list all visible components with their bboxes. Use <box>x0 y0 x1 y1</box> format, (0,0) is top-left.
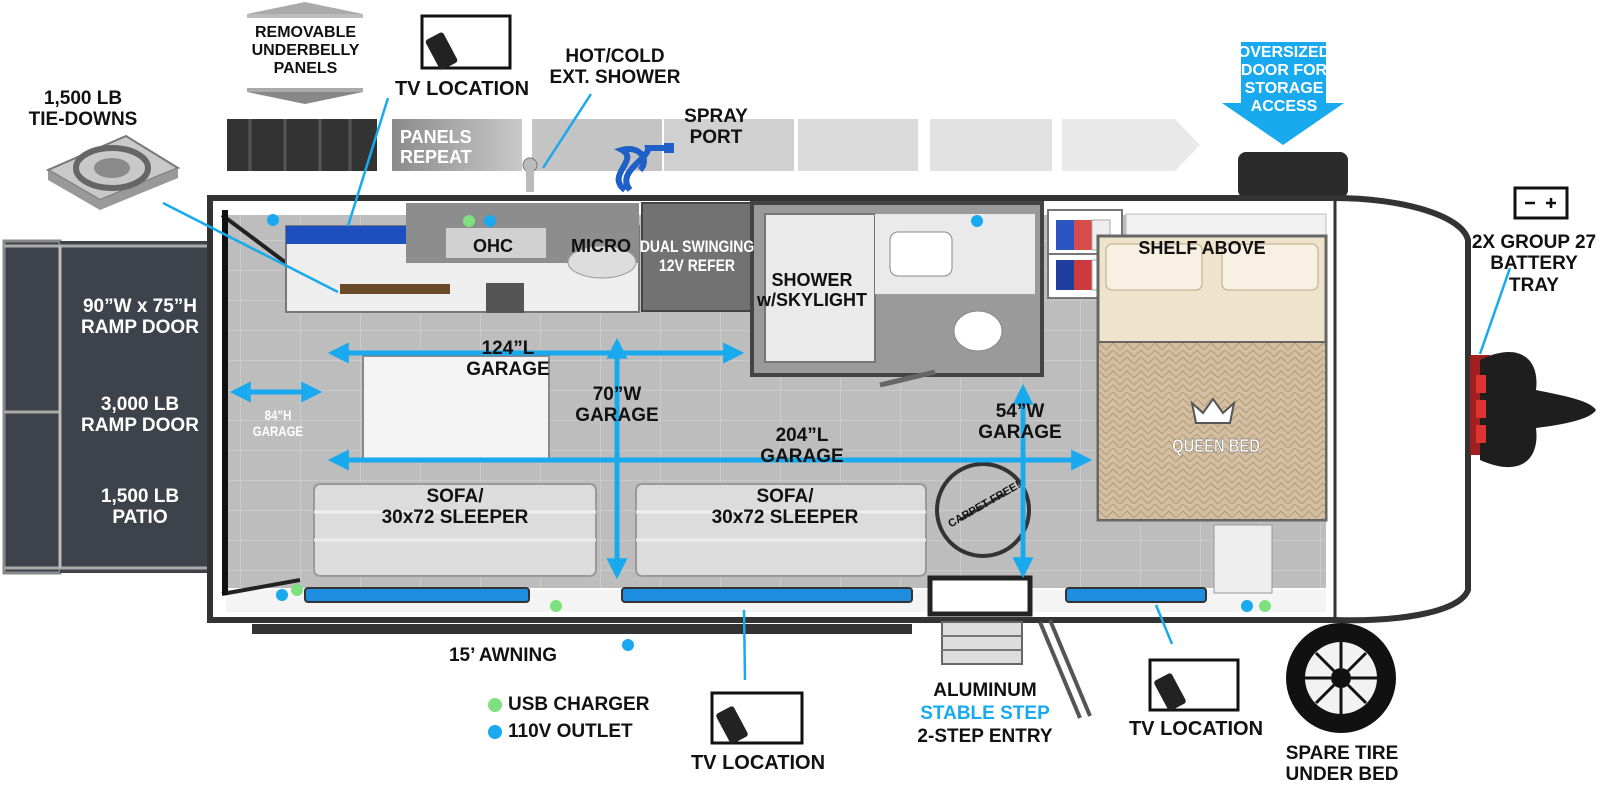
legend-usb-charger: USB CHARGER <box>508 694 650 715</box>
garage-54-label: 54”W GARAGE <box>978 401 1062 444</box>
underbelly-label: REMOVABLE UNDERBELLY PANELS <box>251 24 360 77</box>
refer-label: DUAL SWINGING 12V REFER <box>639 237 755 276</box>
tv-location-label-mid: TV LOCATION <box>690 752 826 774</box>
entry-steps <box>941 619 1092 719</box>
sofa-2-label: SOFA/ 30x72 SLEEPER <box>711 486 859 529</box>
callout-lines <box>162 93 1512 681</box>
crown-icon <box>1190 397 1236 424</box>
tv-remote-icon <box>710 691 804 745</box>
patio-label: 1,500 LB PATIO <box>100 486 180 529</box>
nightstand <box>1213 524 1273 594</box>
spare-tire-label: SPARE TIRE UNDER BED <box>1285 743 1399 786</box>
tie-down-ring-icon <box>45 134 181 210</box>
rear-wall <box>222 210 228 595</box>
queen-bed-label: QUEEN BED <box>1172 436 1260 456</box>
panels-repeat-label: PANELS REPEAT <box>400 127 472 168</box>
table <box>362 355 550 461</box>
tv-location-label-top: TV LOCATION <box>394 78 530 100</box>
measurement-arrows <box>229 337 1093 580</box>
ramp-size-label: 90”W x 75”H RAMP DOOR <box>81 296 199 339</box>
underbelly-arrows <box>247 2 363 104</box>
legend-110v-outlet: 110V OUTLET <box>508 721 633 742</box>
hitch <box>1470 351 1596 468</box>
garage-height-label: 84”H GARAGE <box>252 407 304 439</box>
garage-124-label: 124”L GARAGE <box>466 338 550 381</box>
ramp-weight-label: 3,000 LB RAMP DOOR <box>81 394 199 437</box>
battery-tray-label: 2X GROUP 27 BATTERY TRAY <box>1471 232 1597 296</box>
shelf-above-label: SHELF ABOVE <box>1138 238 1266 258</box>
tire-icon <box>1286 623 1396 733</box>
sofas <box>313 483 927 577</box>
tv-remote-icon <box>1148 658 1240 712</box>
awning-rail <box>252 624 912 634</box>
bathroom <box>750 201 1044 388</box>
tie-downs-label: 1,500 LB TIE-DOWNS <box>28 88 138 131</box>
tv-remote-icon <box>420 14 512 70</box>
entry-door <box>927 575 1033 617</box>
step-label-3: 2-STEP ENTRY <box>917 726 1053 747</box>
battery-icon <box>1513 186 1569 220</box>
step-label-1: ALUMINUM <box>933 680 1037 701</box>
sofa-1-label: SOFA/ 30x72 SLEEPER <box>381 486 529 529</box>
ohc-label: OHC <box>473 236 513 256</box>
spray-port-label: SPRAY PORT <box>684 106 748 149</box>
shower-fixture-icon <box>522 157 538 192</box>
queen-bed <box>1096 234 1328 522</box>
garage-204-label: 204”L GARAGE <box>760 425 844 468</box>
garage-70-label: 70”W GARAGE <box>575 384 659 427</box>
windows <box>286 226 1207 603</box>
step-label-2: STABLE STEP <box>920 703 1050 724</box>
ramp-door <box>2 239 220 575</box>
micro-label: MICRO <box>571 236 631 256</box>
awning-label: 15’ AWNING <box>448 645 558 666</box>
outlet-legend-dot <box>488 725 502 739</box>
spray-hose-icon <box>614 143 674 193</box>
tv-location-label-right: TV LOCATION <box>1128 718 1264 740</box>
usb-charger-legend-dot <box>488 698 502 712</box>
storage-door <box>1238 152 1348 198</box>
ext-shower-label: HOT/COLD EXT. SHOWER <box>549 46 681 89</box>
kitchen-counter <box>285 203 640 313</box>
shower-label: SHOWER w/SKYLIGHT <box>756 270 867 311</box>
storage-door-arrow <box>1222 42 1344 145</box>
storage-access-label: OVERSIZED DOOR FOR STORAGE ACCESS <box>1237 44 1331 115</box>
outlet-markers <box>267 214 1271 651</box>
